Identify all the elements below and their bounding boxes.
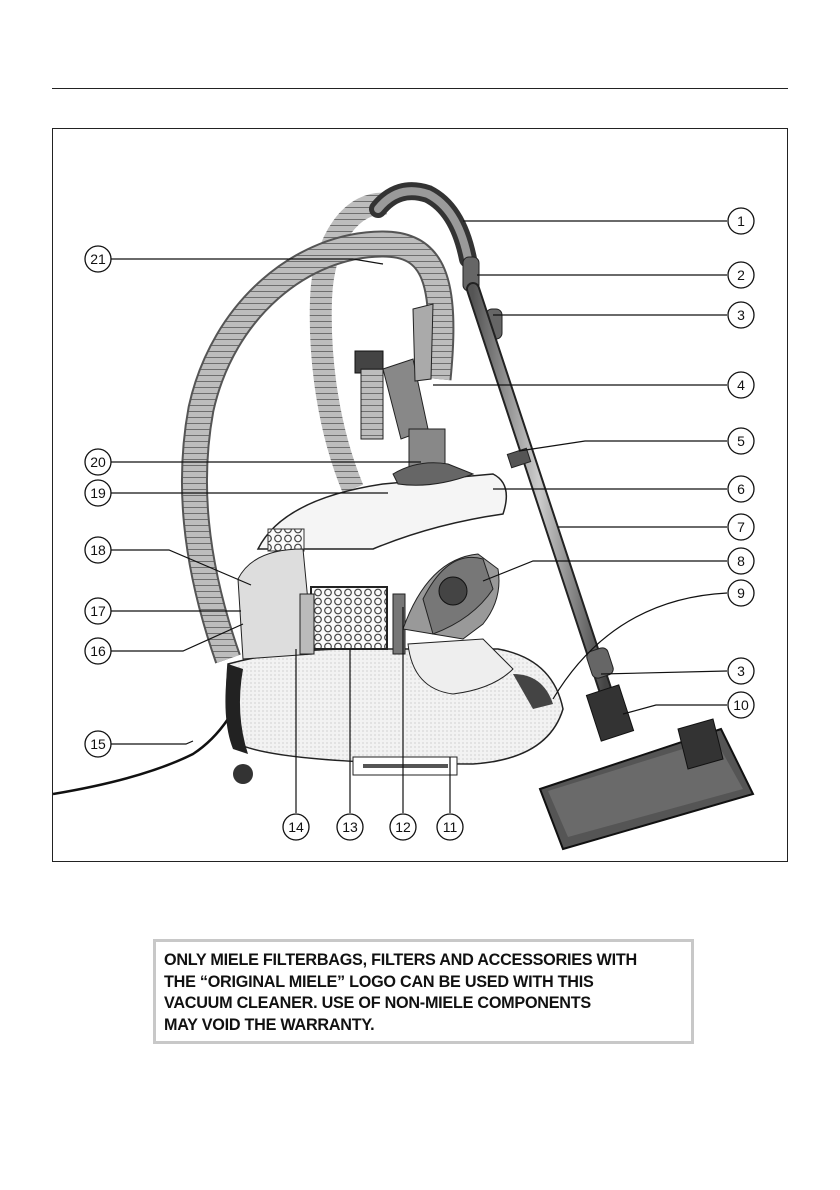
vacuum-cleaner-diagram: 1 2 3 4 5 6 7 8 9 3 10 21 20 19 18 17 16… — [52, 128, 788, 862]
callout-4: 4 — [728, 372, 754, 398]
callout-1: 1 — [728, 208, 754, 234]
callout-5: 5 — [728, 428, 754, 454]
callout-20: 20 — [85, 449, 111, 475]
svg-text:2: 2 — [737, 267, 745, 283]
callout-12: 12 — [390, 814, 416, 840]
callout-8: 8 — [728, 548, 754, 574]
callout-3: 3 — [728, 302, 754, 328]
svg-text:15: 15 — [90, 736, 106, 752]
svg-text:14: 14 — [288, 819, 304, 835]
callout-9: 9 — [728, 580, 754, 606]
svg-text:20: 20 — [90, 454, 106, 470]
motor-protection-filter — [311, 587, 387, 649]
svg-text:18: 18 — [90, 542, 106, 558]
power-cord — [53, 719, 228, 794]
callout-16: 16 — [85, 638, 111, 664]
svg-text:17: 17 — [90, 603, 106, 619]
svg-text:8: 8 — [737, 553, 745, 569]
crevice-nozzle — [413, 304, 433, 381]
svg-text:19: 19 — [90, 485, 106, 501]
svg-text:1: 1 — [737, 213, 745, 229]
callout-17: 17 — [85, 598, 111, 624]
svg-text:12: 12 — [395, 819, 411, 835]
svg-text:16: 16 — [90, 643, 106, 659]
callout-14: 14 — [283, 814, 309, 840]
callout-10: 10 — [728, 692, 754, 718]
svg-text:13: 13 — [342, 819, 358, 835]
callout-21: 21 — [85, 246, 111, 272]
svg-text:9: 9 — [737, 585, 745, 601]
notice-line-2: THE “ORIGINAL MIELE” LOGO CAN BE USED WI… — [164, 972, 685, 994]
notice-line-4: MAY VOID THE WARRANTY. — [164, 1015, 685, 1037]
callout-11: 11 — [437, 814, 463, 840]
svg-text:10: 10 — [733, 697, 749, 713]
header-rule — [52, 88, 788, 89]
svg-text:21: 21 — [90, 251, 106, 267]
callout-2: 2 — [728, 262, 754, 288]
callout-7: 7 — [728, 514, 754, 540]
svg-text:4: 4 — [737, 377, 745, 393]
warranty-notice: ONLY MIELE FILTERBAGS, FILTERS AND ACCES… — [153, 939, 694, 1044]
svg-text:7: 7 — [737, 519, 745, 535]
callouts-bottom: 14 13 12 11 — [283, 814, 463, 840]
callout-19: 19 — [85, 480, 111, 506]
svg-text:3: 3 — [737, 663, 745, 679]
housing — [227, 649, 563, 764]
svg-text:3: 3 — [737, 307, 745, 323]
notice-line-3: VACUUM CLEANER. USE OF NON-MIELE COMPONE… — [164, 993, 685, 1015]
svg-text:5: 5 — [737, 433, 745, 449]
callout-18: 18 — [85, 537, 111, 563]
callout-3-lower: 3 — [728, 658, 754, 684]
svg-text:6: 6 — [737, 481, 745, 497]
callout-15: 15 — [85, 731, 111, 757]
svg-text:11: 11 — [443, 819, 458, 835]
callout-6: 6 — [728, 476, 754, 502]
notice-line-1: ONLY MIELE FILTERBAGS, FILTERS AND ACCES… — [164, 950, 685, 972]
callouts-right: 1 2 3 4 5 6 7 8 9 3 10 — [728, 208, 754, 718]
callouts-left: 21 20 19 18 17 16 15 — [85, 246, 111, 757]
vacuum-illustration: 1 2 3 4 5 6 7 8 9 3 10 21 20 19 18 17 16… — [53, 129, 789, 863]
callout-13: 13 — [337, 814, 363, 840]
